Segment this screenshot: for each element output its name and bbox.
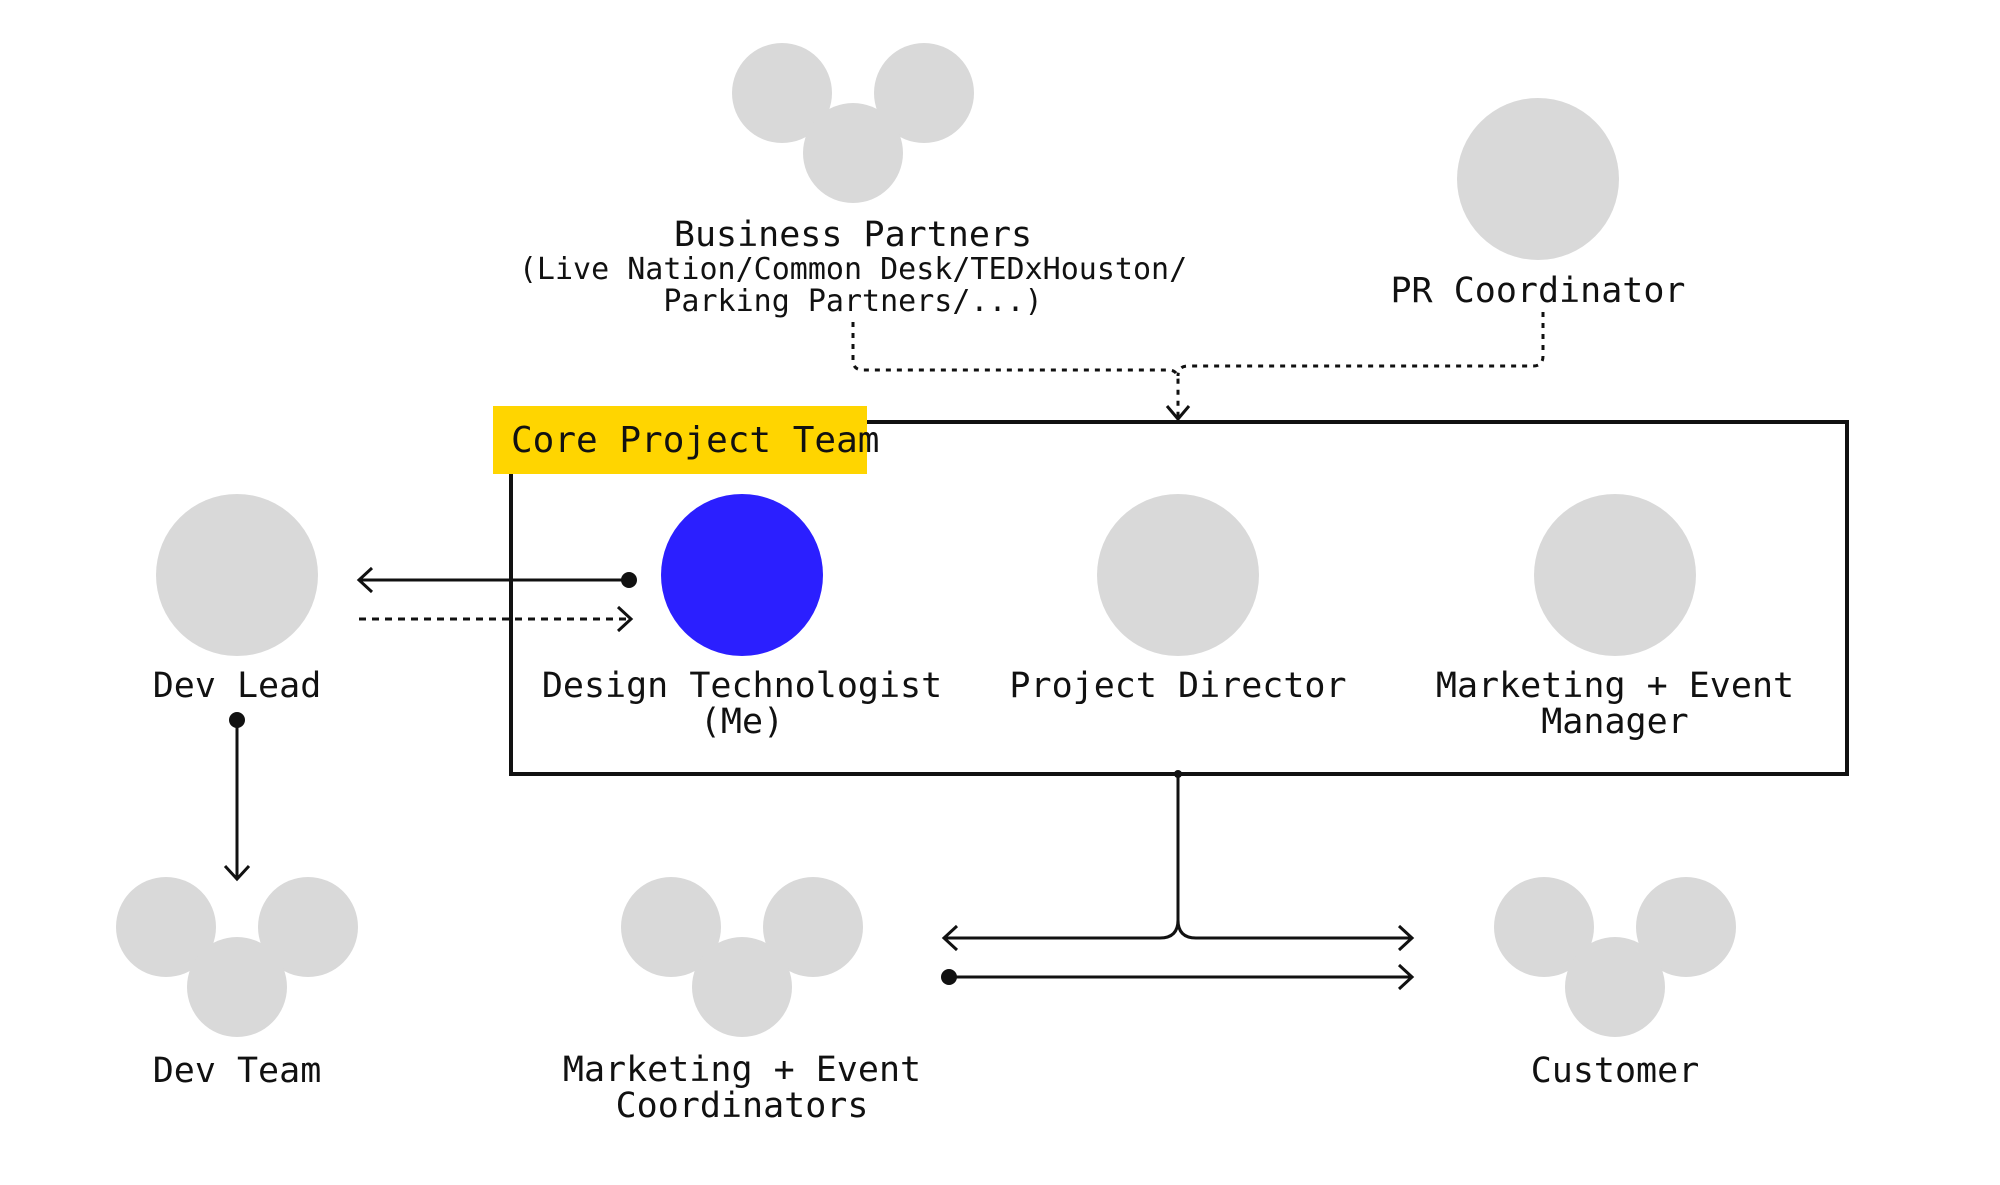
person-circle [874,43,974,143]
arrowhead-right [1397,924,1415,952]
team-outbound-connectors [941,770,1415,991]
person-circle [1534,494,1696,656]
person-circle [116,877,216,977]
person-circle [803,103,903,203]
team-entry-arrowhead [1165,405,1191,422]
person-circle [1097,494,1259,656]
lead-technologist-connectors [356,566,637,633]
business-partners-node: Business Partners (Live Nation/Common De… [519,43,1187,319]
dev-lead-label: Dev Lead [153,666,322,706]
person-circle [1565,937,1665,1037]
arrowhead-down [223,864,251,882]
core-team-label: Core Project Team [511,420,879,461]
person-circle [763,877,863,977]
marketing-event-manager-sublabel: Manager [1541,702,1689,742]
person-circle [187,937,287,1037]
lead-to-team-connector [223,712,251,882]
me-circle [661,494,823,656]
customer-node: Customer [1494,877,1736,1091]
arrowhead-right [616,605,634,633]
person-circle [1457,98,1619,260]
branch-line [944,774,1180,940]
branch-line [1176,919,1411,940]
customer-label: Customer [1531,1051,1700,1091]
person-circle [258,877,358,977]
arrowhead-left [941,924,959,952]
arrowhead-left [356,566,374,594]
design-technologist-sublabel: (Me) [700,702,784,742]
person-circle [156,494,318,656]
person-circle [692,937,792,1037]
pr-to-team-connector [1176,312,1545,377]
person-circle [1636,877,1736,977]
design-technologist-label: Design Technologist [542,666,942,706]
design-technologist-node: Design Technologist (Me) [542,494,942,742]
marketing-event-manager-node: Marketing + Event Manager [1436,494,1794,742]
project-director-node: Project Director [1009,494,1347,706]
business-partners-sublabel: Parking Partners/...) [663,284,1042,319]
dev-lead-node: Dev Lead [153,494,322,706]
dev-team-node: Dev Team [116,877,358,1091]
person-circle [621,877,721,977]
dev-team-label: Dev Team [153,1051,322,1091]
person-circle [732,43,832,143]
arrowhead-right [1397,963,1415,991]
business-partners-label: Business Partners [674,215,1032,255]
marketing-event-coordinators-label: Marketing + Event [563,1050,921,1090]
pr-coordinator-label: PR Coordinator [1390,271,1685,311]
person-circle [1494,877,1594,977]
line-start-dot [621,572,637,588]
business-partners-sublabel: (Live Nation/Common Desk/TEDxHouston/ [519,252,1187,287]
marketing-event-coordinators-sublabel: Coordinators [616,1086,869,1126]
marketing-event-manager-label: Marketing + Event [1436,666,1794,706]
partners-to-team-connector [851,322,1180,418]
core-team-tag [493,406,867,474]
marketing-event-coordinators-node: Marketing + Event Coordinators [563,877,921,1126]
project-director-label: Project Director [1009,666,1346,706]
pr-coordinator-node: PR Coordinator [1390,98,1686,311]
